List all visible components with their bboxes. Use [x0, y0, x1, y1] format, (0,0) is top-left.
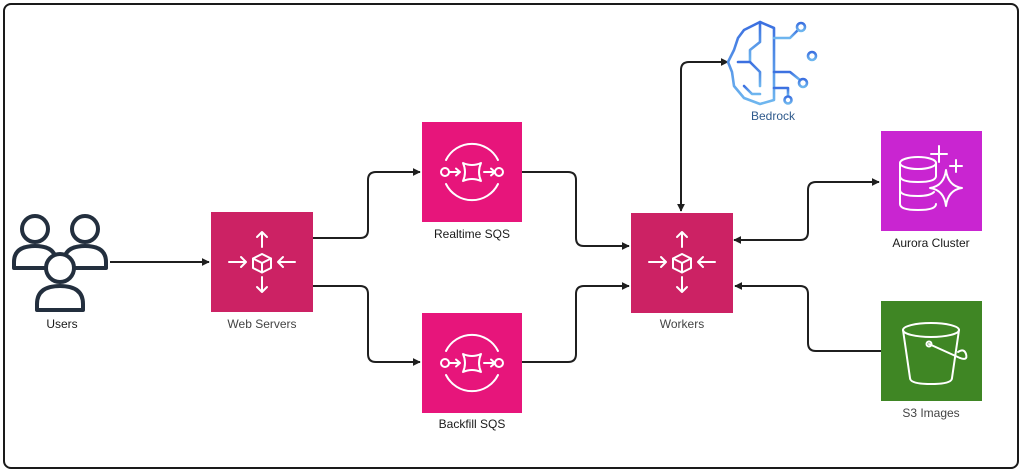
users-icon [12, 214, 108, 312]
backfill-sqs-label: Backfill SQS [439, 417, 506, 431]
elastic-compute-icon [648, 231, 716, 293]
aurora-database-icon [899, 145, 963, 211]
edge-workers-to-bedrock [677, 58, 729, 212]
web-servers-node[interactable]: Web Servers [211, 212, 313, 331]
edge-web-servers-to-backfill-sqs [313, 285, 421, 366]
workers-label: Workers [660, 317, 704, 331]
workers-node[interactable]: Workers [631, 213, 733, 331]
edge-workers-to-aurora [733, 178, 880, 244]
users-label: Users [46, 317, 77, 331]
realtime-sqs-node[interactable]: Realtime SQS [422, 122, 522, 241]
aurora-cluster-label: Aurora Cluster [892, 236, 969, 250]
elastic-compute-icon [228, 231, 296, 293]
aurora-cluster-node[interactable]: Aurora Cluster [881, 131, 982, 250]
s3-bucket-icon [902, 322, 968, 385]
bedrock-node[interactable]: Bedrock [726, 20, 818, 123]
brain-circuit-icon [726, 20, 818, 106]
sqs-queue-icon [440, 333, 504, 393]
backfill-sqs-box [422, 313, 522, 413]
s3-images-label: S3 Images [902, 406, 959, 420]
edge-s3-to-workers [734, 282, 881, 352]
bedrock-label: Bedrock [751, 109, 796, 123]
users-node[interactable]: Users [12, 214, 108, 331]
edge-backfill-sqs-to-workers [522, 282, 630, 363]
realtime-sqs-label: Realtime SQS [434, 227, 510, 241]
backfill-sqs-node[interactable]: Backfill SQS [422, 313, 522, 431]
sqs-queue-icon [440, 142, 504, 202]
web-servers-label: Web Servers [227, 317, 296, 331]
s3-images-node[interactable]: S3 Images [881, 301, 982, 420]
edge-web-servers-to-realtime-sqs [313, 168, 421, 239]
realtime-sqs-box [422, 122, 522, 222]
diagram-frame [3, 3, 1019, 469]
edges [110, 58, 881, 366]
s3-images-box [881, 301, 982, 401]
edge-realtime-sqs-to-workers [522, 171, 630, 250]
